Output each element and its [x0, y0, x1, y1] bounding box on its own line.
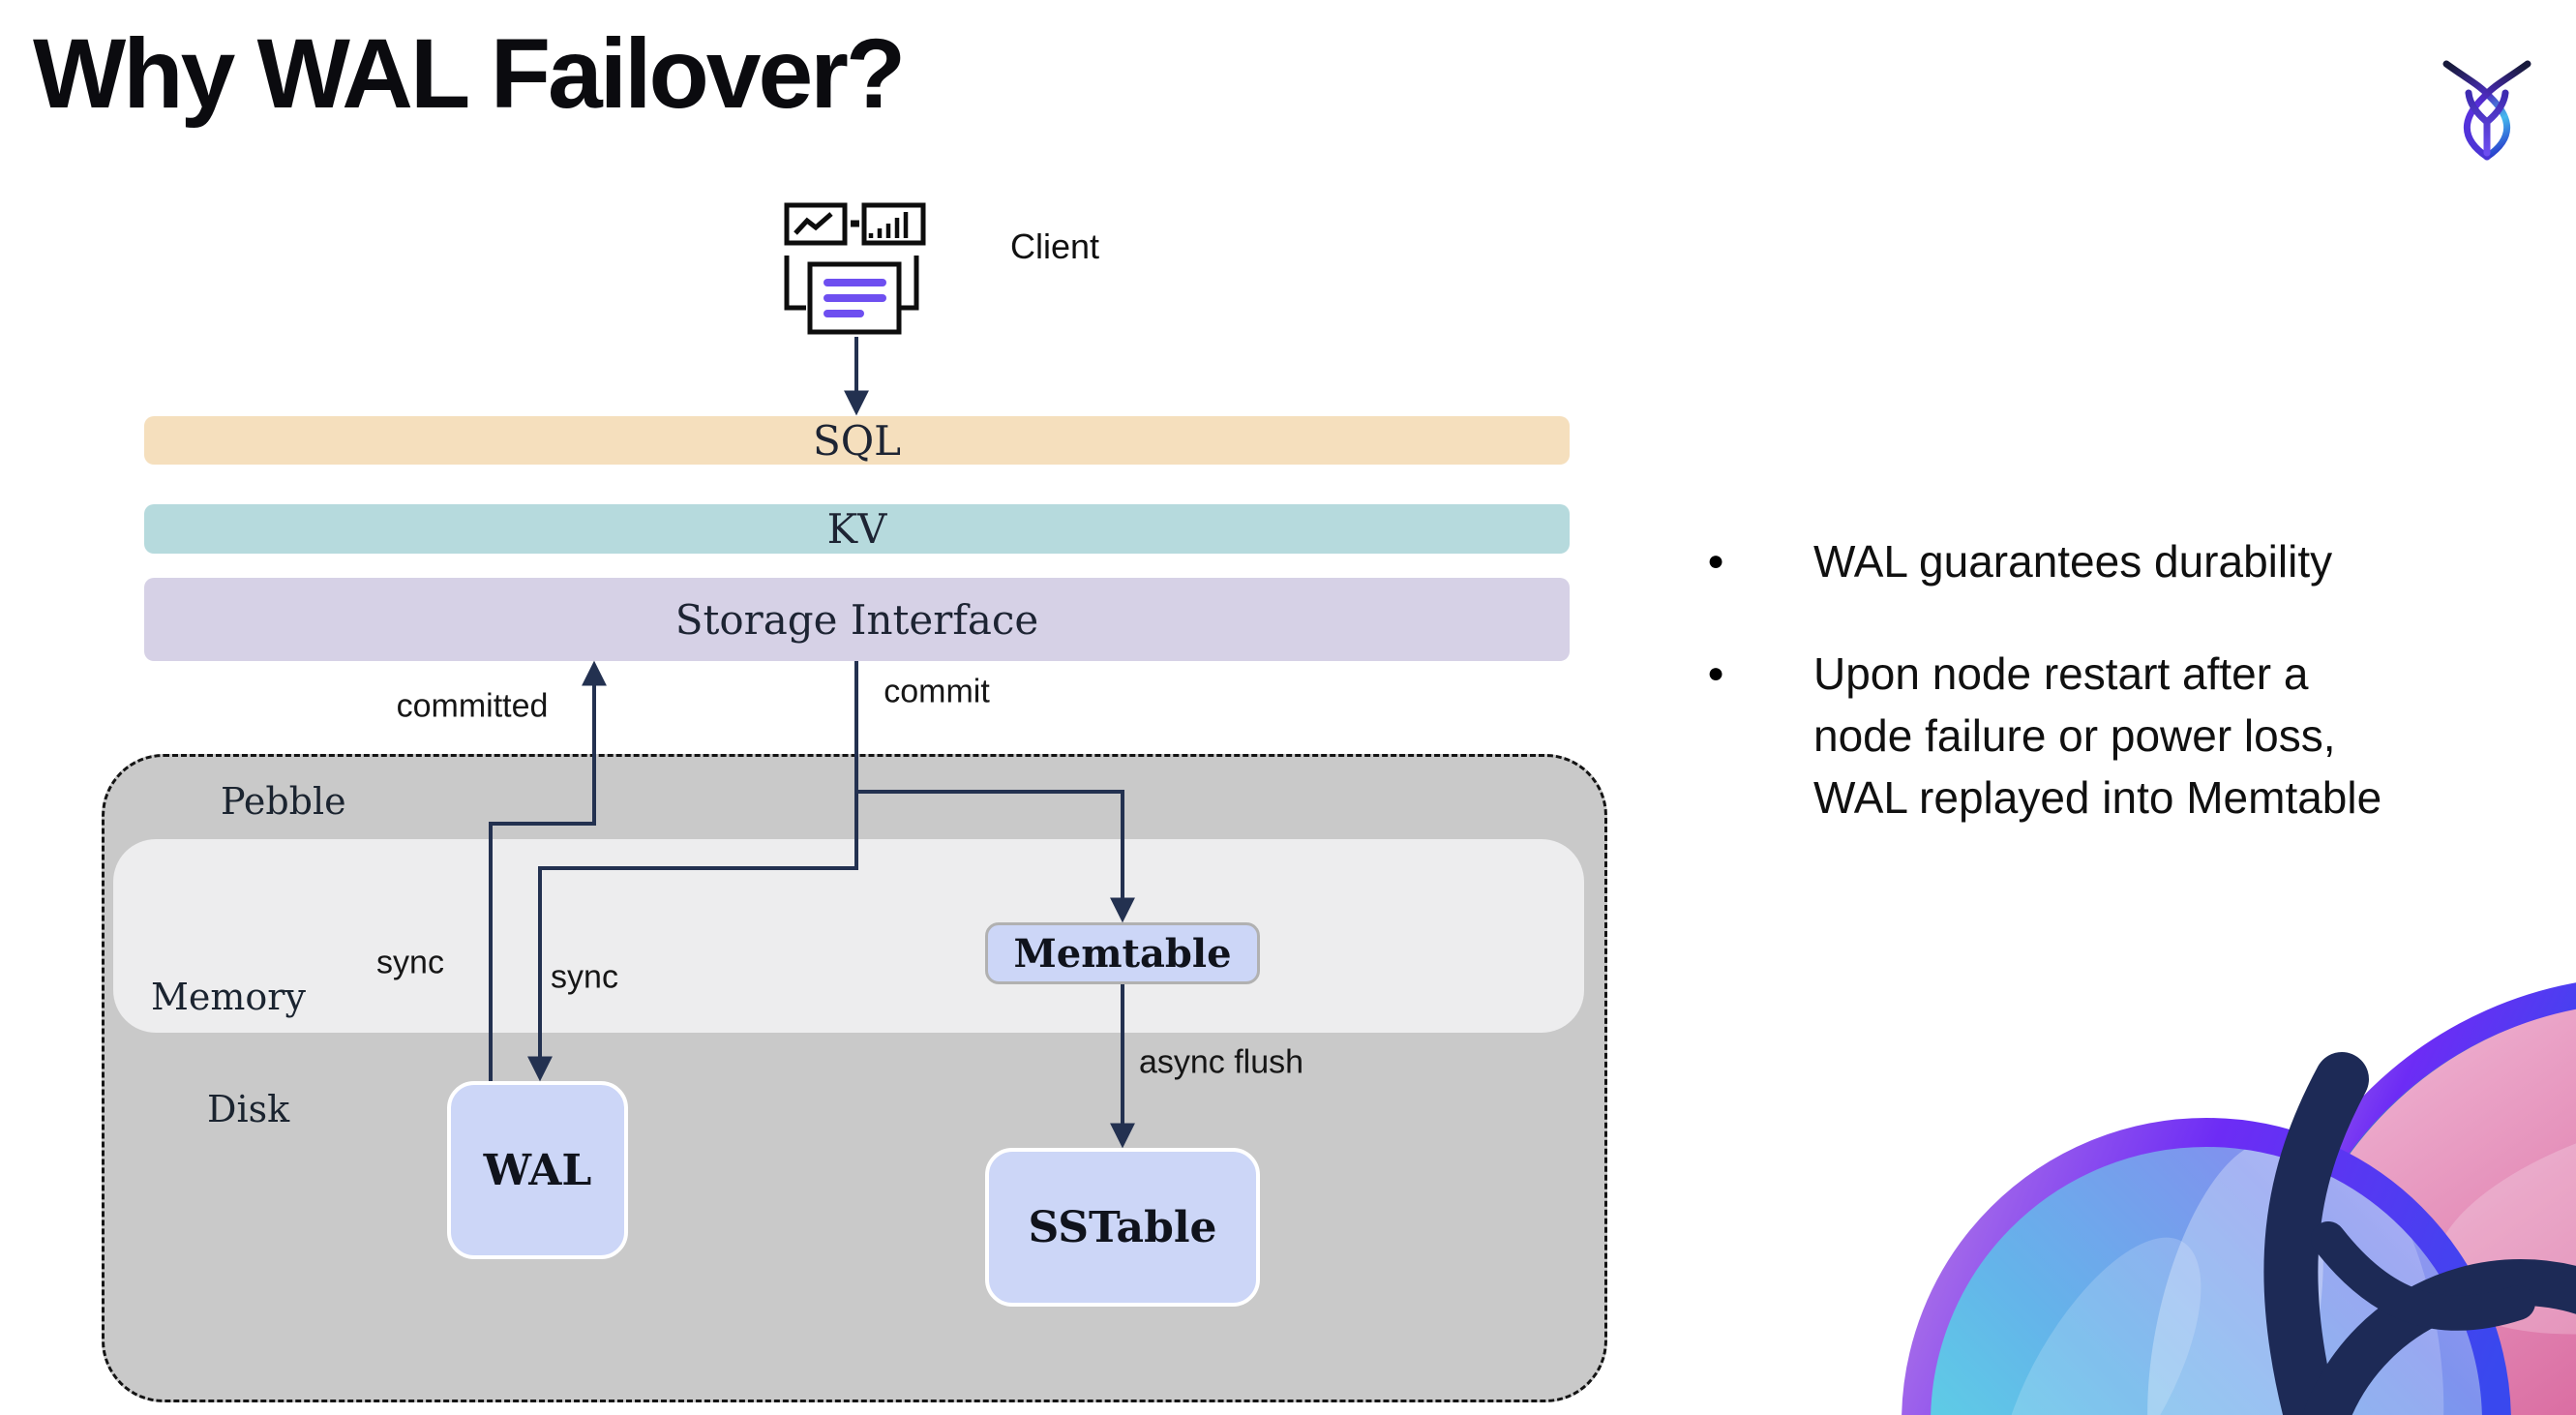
bullet-text: Upon node restart after a node failure o…	[1813, 643, 2381, 828]
bullet-line: node failure or power loss,	[1813, 710, 2336, 761]
client-dashboard-terminal-icon	[784, 202, 926, 335]
layer-bar-sql: SQL	[144, 416, 1570, 465]
memory-band	[113, 839, 1584, 1033]
bullet-line: Upon node restart after a	[1813, 648, 2309, 699]
pebble-label: Pebble	[221, 780, 346, 823]
layer-bar-kv: KV	[144, 504, 1570, 554]
layer-bar-storage-interface: Storage Interface	[144, 578, 1570, 661]
wal-node-label: WAL	[483, 1145, 592, 1195]
edge-label-async-flush: async flush	[1138, 1043, 1304, 1081]
bullet-dot-icon: ●	[1707, 657, 1725, 689]
layer-bar-kv-label: KV	[826, 505, 887, 553]
disk-label: Disk	[207, 1088, 290, 1130]
bullet-dot-icon: ●	[1707, 545, 1725, 577]
list-item: ● Upon node restart after a node failure…	[1695, 643, 2566, 828]
bullet-list: ● WAL guarantees durability ● Upon node …	[1695, 530, 2566, 879]
page-title: Why WAL Failover?	[33, 18, 906, 129]
list-item: ● WAL guarantees durability	[1695, 530, 2566, 592]
layer-bar-sql-label: SQL	[812, 416, 902, 465]
bullet-text: WAL guarantees durability	[1813, 536, 2333, 587]
sstable-node-label: SSTable	[1028, 1202, 1217, 1252]
edge-label-commit: commit	[884, 673, 990, 710]
edge-label-sync-right: sync	[551, 958, 618, 996]
client-label: Client	[1010, 226, 1100, 266]
sstable-node: SSTable	[985, 1148, 1260, 1307]
memtable-node-label: Memtable	[1013, 930, 1232, 977]
brand-spheres-decoration	[1902, 982, 2576, 1415]
wal-node: WAL	[447, 1081, 628, 1259]
layer-bar-storage-interface-label: Storage Interface	[674, 595, 1039, 644]
cockroachdb-roach-logo-icon	[2442, 60, 2531, 161]
bullet-line: WAL replayed into Memtable	[1813, 772, 2382, 823]
edge-label-sync-left: sync	[376, 944, 444, 981]
document-lines-glyph	[824, 279, 886, 317]
memtable-node: Memtable	[985, 922, 1260, 984]
memory-label: Memory	[151, 976, 306, 1018]
edge-label-committed: committed	[396, 687, 549, 725]
